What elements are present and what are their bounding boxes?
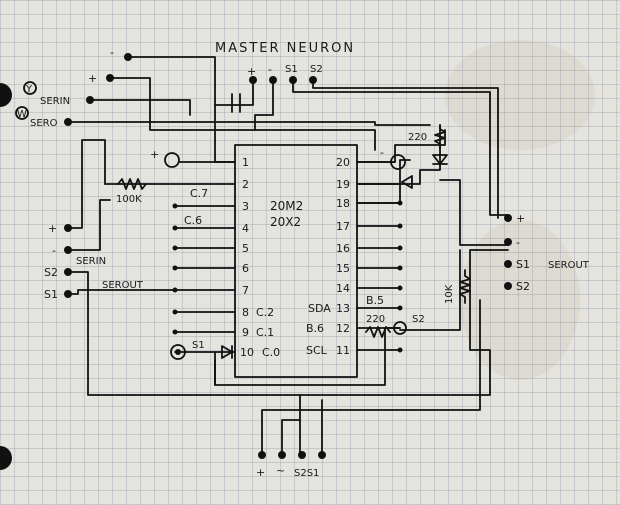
left-s1-label: S1 — [44, 288, 58, 301]
serin-mark: Y — [25, 84, 33, 95]
c7-label: C.7 — [190, 187, 208, 200]
pin-13-name: SDA — [308, 302, 331, 315]
chip-part: 20M2 — [270, 199, 303, 213]
left-pin-stubs — [104, 161, 236, 353]
b5-label: B.5 — [366, 294, 384, 307]
chip-format: 20X2 — [270, 215, 301, 229]
diode-top — [432, 154, 448, 165]
right-plus-terminal — [504, 214, 512, 222]
ic-body — [234, 144, 358, 378]
left-serin-label: SERIN — [76, 256, 106, 267]
pin-16-number: 16 — [336, 242, 350, 255]
s2-pin-label: S2 — [412, 314, 425, 325]
pin-11-number: 11 — [336, 344, 350, 357]
c6-label: C.6 — [184, 214, 202, 227]
paper-stain — [460, 220, 580, 380]
left-plus-label: + — [48, 222, 57, 235]
resistor-10k-label: 10K — [444, 284, 455, 304]
pin-12-name: B.6 — [306, 322, 324, 335]
pin-10-number: 10 — [240, 346, 254, 359]
resistor-10k — [459, 269, 471, 304]
pin-19-number: 19 — [336, 178, 350, 191]
right-s2-label: S2 — [516, 280, 530, 293]
bottom-minus-label: ~ — [276, 464, 285, 477]
resistor-100k-label: 100K — [116, 194, 142, 205]
right-minus-label: - — [516, 236, 520, 249]
left-s2-label: S2 — [44, 266, 58, 279]
s1-pin-terminal — [170, 344, 186, 360]
resistor-220-top-label: 220 — [408, 132, 427, 143]
top-left-plus-label: + — [88, 72, 97, 85]
pin-5-number: 5 — [242, 242, 249, 255]
pin-4-number: 4 — [242, 222, 249, 235]
top-s2-label: S2 — [310, 64, 323, 75]
wire-traces — [67, 56, 509, 456]
resistor-220-top — [434, 124, 446, 149]
pin-1-number: 1 — [242, 156, 249, 169]
top-minus-label: - — [268, 63, 272, 76]
pin-10-name: C.0 — [262, 346, 280, 359]
resistor-100k — [117, 178, 147, 190]
pin-9-name: C.1 — [256, 326, 274, 339]
pin-3-number: 3 — [242, 200, 249, 213]
pin-8-number: 8 — [242, 306, 249, 319]
s1-pin-terminal-dot — [175, 349, 181, 355]
capacitor-left — [164, 152, 180, 168]
pin-17-number: 17 — [336, 220, 350, 233]
serin-mark-circle — [23, 81, 37, 95]
top-left-serin-label: SERIN — [40, 96, 70, 107]
s2-pin-terminal — [393, 321, 407, 335]
right-s1-label: S1 — [516, 258, 530, 271]
right-minus-terminal — [504, 238, 512, 246]
left-pin-dots — [172, 203, 178, 335]
top-s1-label: S1 — [285, 64, 298, 75]
bottom-plus-label: + — [256, 466, 265, 479]
paper-stain — [445, 40, 595, 150]
pin-6-number: 6 — [242, 262, 249, 275]
bottom-s2s1-label: S2S1 — [294, 468, 319, 479]
pin-2-number: 2 — [242, 178, 249, 191]
right-plus-label: + — [516, 212, 525, 225]
right-serout-label: SEROUT — [548, 260, 590, 271]
top-plus-label: + — [247, 65, 256, 78]
pin-14-number: 14 — [336, 282, 350, 295]
s1-pin-label: S1 — [192, 340, 205, 351]
binder-hole-bottom — [0, 446, 12, 470]
led-right — [390, 154, 406, 170]
pin-20-number: 20 — [336, 156, 350, 169]
pin-13-number: 13 — [336, 302, 350, 315]
pin-9-number: 9 — [242, 326, 249, 339]
resistor-220-mid — [365, 326, 391, 338]
diode-bottom — [221, 345, 233, 359]
led-right-minus-label: - — [380, 146, 384, 159]
resistor-220-mid-label: 220 — [366, 314, 385, 325]
diode-mid — [401, 175, 413, 189]
pin-11-name: SCL — [306, 344, 328, 357]
pin-18-number: 18 — [336, 197, 350, 210]
binder-hole-top — [0, 83, 12, 107]
top-left-minus-label: - — [110, 46, 114, 59]
pin-8-name: C.2 — [256, 306, 274, 319]
left-minus-label: - — [52, 244, 56, 257]
title: MASTER NEURON — [215, 41, 355, 56]
right-s2-terminal — [504, 282, 512, 290]
sero-mark: W — [17, 109, 27, 120]
pin-12-number: 12 — [336, 322, 350, 335]
pin-7-number: 7 — [242, 284, 249, 297]
capacitor-left-plus-label: + — [150, 148, 159, 161]
left-serout-label: SEROUT — [102, 280, 144, 291]
pin-15-number: 15 — [336, 262, 350, 275]
sero-mark-circle — [15, 106, 29, 120]
right-s1-terminal — [504, 260, 512, 268]
top-left-sero-label: SERO — [30, 118, 58, 129]
